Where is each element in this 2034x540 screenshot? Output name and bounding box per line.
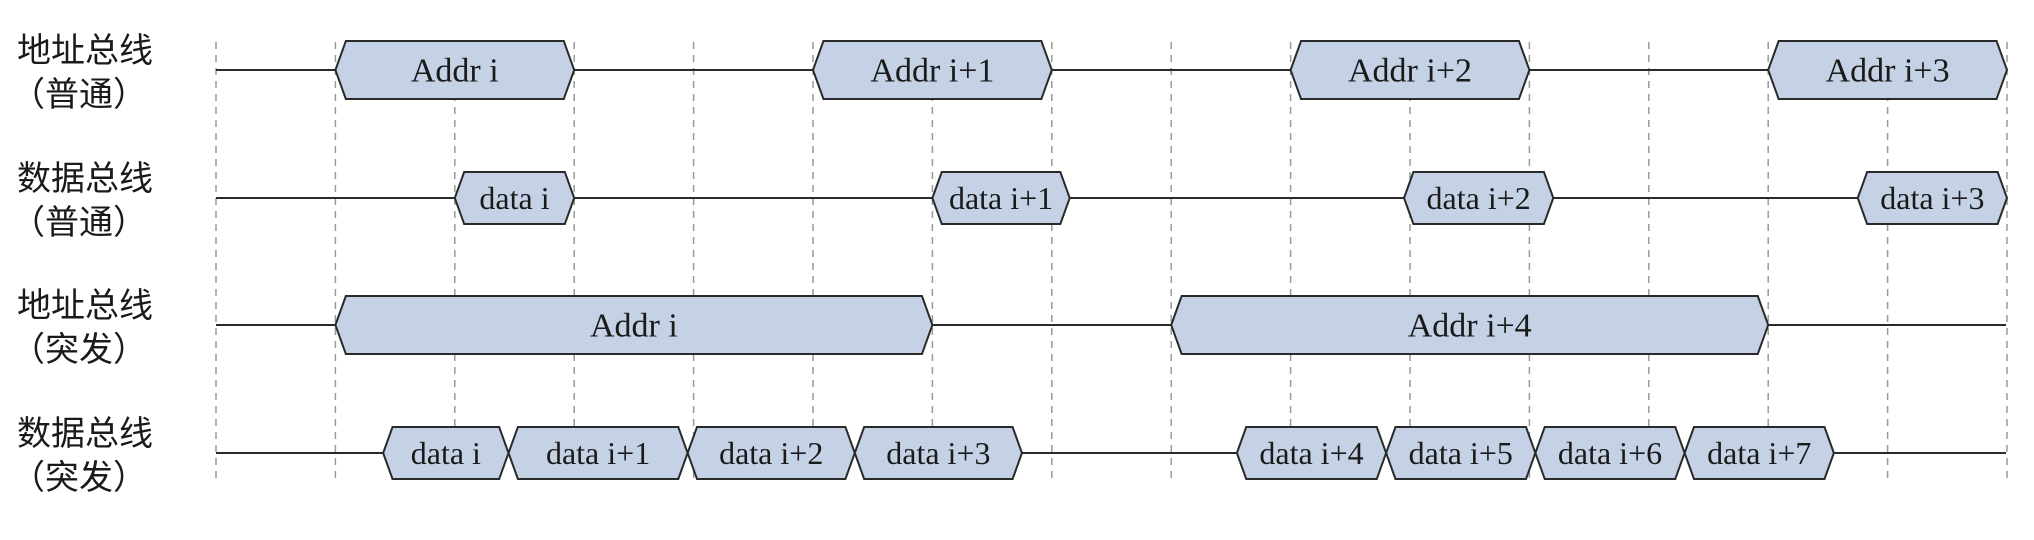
bus-segment-label: Addr i+1 — [870, 53, 994, 90]
bus-segment-label: data i+2 — [1427, 180, 1531, 216]
row-label-data-normal: 数据总线（普通） — [11, 159, 153, 243]
row-label-line2: （突发） — [11, 330, 147, 370]
row-label-line2: （普通） — [11, 75, 147, 115]
bus-row-addr-burst: Addr i Addr i+4 — [216, 295, 2006, 355]
bus-row-data-burst: data i data i+1 data i+2 data i+3 data i+4 da… — [216, 426, 2006, 480]
bus-segment — [334, 295, 934, 355]
bus-segment — [931, 171, 1071, 225]
row-label-line1: 地址总线 — [17, 31, 153, 71]
row-label-addr-burst: 地址总线（突发） — [11, 286, 153, 370]
bus-segment-label: data i+3 — [1880, 180, 1984, 216]
clock-grid-lines — [215, 42, 2008, 482]
bus-segment-label: Addr i — [411, 53, 499, 90]
bus-segment-label: Addr i+2 — [1348, 53, 1472, 90]
bus-segment-label: data i+1 — [546, 435, 650, 471]
bus-segment-label: data i+4 — [1259, 435, 1363, 471]
bus-segment-label: data i+7 — [1707, 435, 1811, 471]
row-label-addr-normal: 地址总线（普通） — [11, 31, 153, 115]
bus-segment — [1856, 171, 2009, 225]
bus-segment — [811, 40, 1053, 100]
bus-segment-label: Addr i+3 — [1826, 53, 1950, 90]
bus-segment-label: data i+3 — [886, 435, 990, 471]
bus-segment — [1402, 171, 1555, 225]
row-label-line2: （普通） — [11, 203, 147, 243]
bus-segment-label: Addr i+4 — [1408, 308, 1532, 345]
bus-row-addr-normal: Addr i Addr i+1 Addr i+2 Addr i+3 — [216, 40, 2009, 100]
bus-row-data-normal: data i data i+1 data i+2 data i+3 — [216, 171, 2009, 225]
bus-segment — [334, 40, 576, 100]
bus-segment-label: data i+6 — [1558, 435, 1662, 471]
bus-segment — [1289, 40, 1531, 100]
bus-segment — [853, 426, 1024, 480]
row-label-line1: 数据总线 — [17, 159, 153, 199]
bus-segment-label: data i — [479, 180, 549, 216]
bus-segment-label: data i — [411, 435, 481, 471]
bus-segment — [1170, 295, 1770, 355]
bus-segment-label: data i+2 — [719, 435, 823, 471]
bus-segment — [1683, 426, 1835, 480]
bus-segment — [453, 171, 576, 225]
row-labels: 地址总线（普通）数据总线（普通）地址总线（突发）数据总线（突发） — [11, 31, 153, 498]
row-label-line1: 地址总线 — [17, 286, 153, 326]
row-label-line1: 数据总线 — [17, 414, 153, 454]
row-label-line2: （突发） — [11, 458, 147, 498]
bus-segment-label: data i+1 — [949, 180, 1053, 216]
bus-segment-label: Addr i — [590, 308, 678, 345]
bus-segment — [1767, 40, 2009, 100]
bus-segment-label: data i+5 — [1409, 435, 1513, 471]
row-label-data-burst: 数据总线（突发） — [11, 414, 153, 498]
